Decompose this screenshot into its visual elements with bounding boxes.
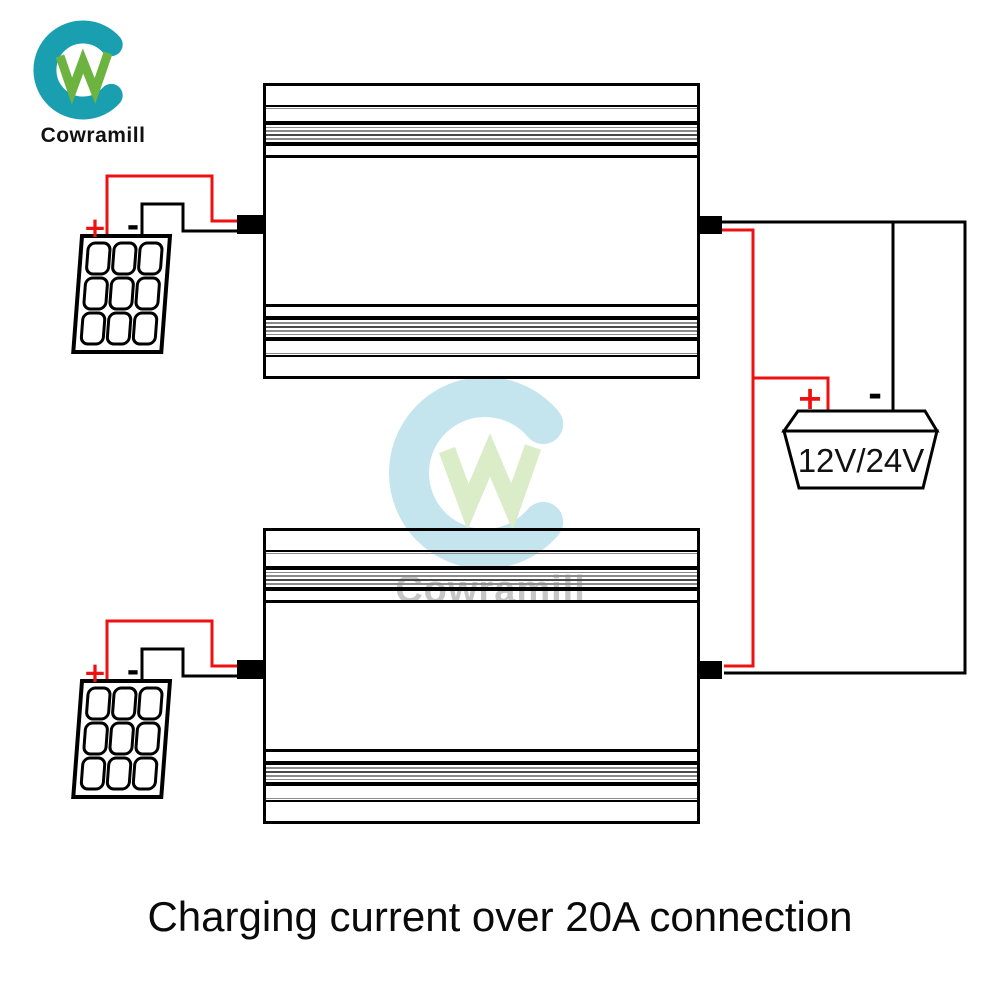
pv-cell: [111, 686, 138, 721]
pv-cell: [131, 756, 159, 791]
solar-panel-1: [71, 234, 173, 354]
battery-label: 12V/24V: [798, 442, 925, 479]
pv-cell: [85, 241, 112, 276]
logo-w-icon: [55, 48, 113, 105]
watermark-w-icon: [439, 433, 542, 531]
pv2-positive-wire: [105, 619, 240, 683]
pv2-negative-label: -: [127, 654, 139, 689]
pv-cell: [85, 686, 112, 721]
pv-cell: [79, 756, 107, 791]
controller1-top-fins: [266, 86, 697, 158]
controller1-to-controller2-positive-wire: [722, 228, 755, 668]
pv-cell: [137, 686, 164, 721]
brand-logo: Cowramill: [28, 20, 168, 150]
pv-cell: [82, 721, 109, 756]
battery-negative-label: -: [868, 375, 882, 415]
pv-cell: [105, 311, 133, 346]
pv2-positive-label: +: [83, 656, 106, 689]
caption: Charging current over 20A connection: [147, 893, 853, 940]
pv-cell: [137, 241, 164, 276]
pv-cell: [108, 276, 135, 311]
pv1-positive-label: +: [83, 211, 106, 244]
pv1-positive-wire: [105, 174, 240, 238]
controller1-battery-terminal: [699, 216, 722, 234]
solar-panel-2: [71, 679, 173, 799]
pv-cell: [134, 276, 161, 311]
pv-cell: [79, 311, 107, 346]
pv1-negative-wire: [140, 202, 240, 238]
charge-controller-1: [263, 83, 700, 379]
brand-logo-graphic: [33, 20, 123, 120]
positive-wires: [105, 174, 830, 683]
battery-positive-branch-wire: [753, 376, 830, 412]
pv2-cells: [79, 686, 164, 791]
battery-positive-label: +: [797, 379, 824, 417]
pv1-cells: [79, 241, 164, 346]
pv-cell: [111, 241, 138, 276]
battery: [781, 409, 940, 490]
brand-name: Cowramill: [40, 124, 146, 147]
controller1-pv-terminal: [237, 215, 263, 234]
controller1-to-controller2-negative-wire: [722, 220, 967, 675]
pv2-negative-wire: [140, 647, 240, 683]
pv-cell: [108, 721, 135, 756]
pv-cell: [134, 721, 161, 756]
pv1-negative-label: -: [127, 209, 139, 244]
charge-controller-2: [263, 528, 700, 824]
negative-wires: [140, 202, 967, 683]
battery-lid: [781, 409, 940, 433]
pv-cell: [82, 276, 109, 311]
logo-c-icon: [33, 20, 123, 120]
controller2-battery-terminal: [699, 661, 722, 679]
pv-cell: [131, 311, 159, 346]
terminals: [237, 215, 722, 679]
controller2-top-fins: [266, 531, 697, 603]
pv-cell: [105, 756, 133, 791]
controller2-pv-terminal: [237, 660, 263, 679]
